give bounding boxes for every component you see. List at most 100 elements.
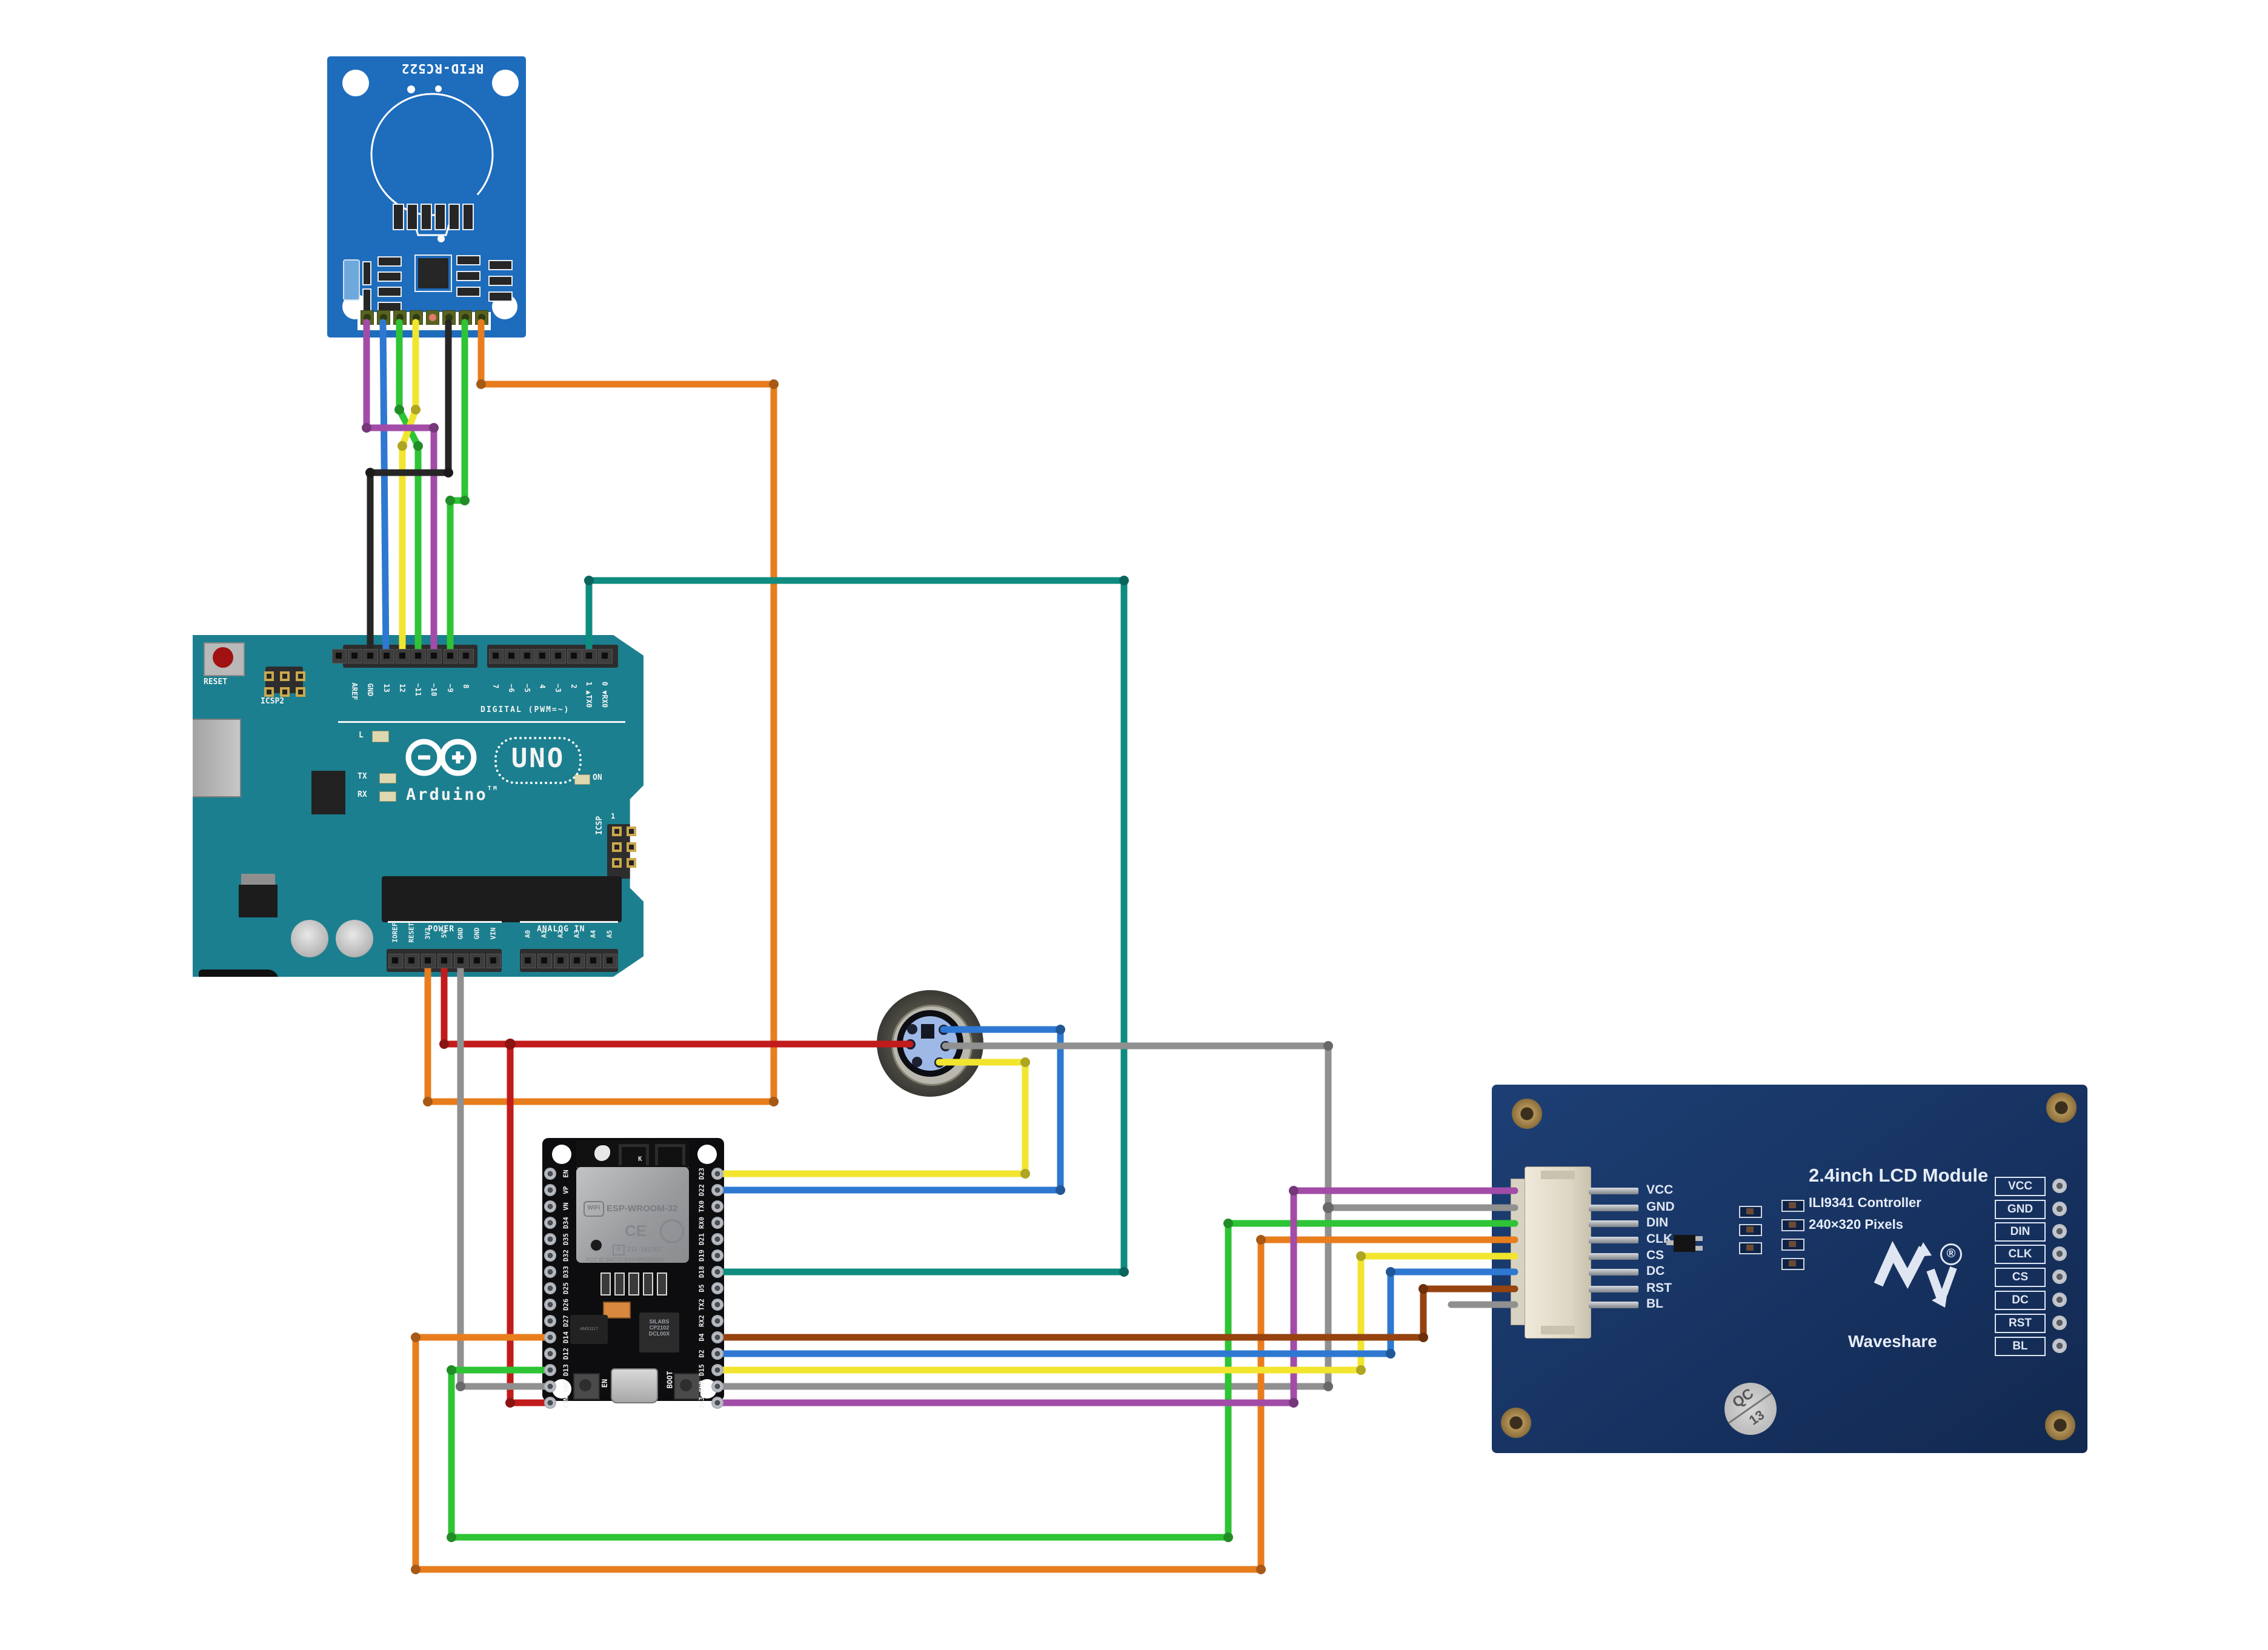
header-pin[interactable] <box>537 954 552 968</box>
en-button[interactable] <box>573 1373 600 1400</box>
header-pin[interactable] <box>364 649 378 664</box>
header-pin[interactable] <box>332 649 347 664</box>
header-pin[interactable] <box>405 954 419 968</box>
header-pin[interactable] <box>454 954 468 968</box>
wire-uno-5v-to-connector-bendpoint[interactable] <box>439 1039 449 1049</box>
icsp-pin[interactable] <box>627 827 636 836</box>
wire-rfid-sda-to-uno-10-bendpoint[interactable] <box>429 423 439 433</box>
icsp-pin[interactable] <box>280 671 290 681</box>
esp32-pin-pad[interactable] <box>544 1364 556 1376</box>
esp32-pin-pad[interactable] <box>544 1331 556 1343</box>
wire-esp32-d13-to-lcd-din-bendpoint[interactable] <box>1223 1219 1233 1228</box>
wire-esp32-d14-to-lcd-clk-bendpoint[interactable] <box>411 1565 421 1574</box>
header-pin[interactable] <box>598 649 613 664</box>
wire-esp32-gnd-to-connector[interactable] <box>715 1042 1332 1390</box>
header-pin[interactable] <box>489 649 504 664</box>
esp32-pin-pad[interactable] <box>711 1233 723 1245</box>
esp32-pin-pad[interactable] <box>711 1217 723 1229</box>
header-pin[interactable] <box>470 954 485 968</box>
lcd-connector-pin-DIN[interactable] <box>1589 1220 1638 1227</box>
header-pin[interactable] <box>505 649 519 664</box>
wire-esp32-d13-to-lcd-din-bendpoint[interactable] <box>447 1532 456 1542</box>
esp32-pin-pad[interactable] <box>711 1249 723 1262</box>
wire-rfid-miso-to-uno-12[interactable] <box>399 319 419 660</box>
lcd-connector-pin-VCC[interactable] <box>1589 1188 1638 1194</box>
header-pin[interactable] <box>421 954 436 968</box>
lcd-connector-pin-CLK[interactable] <box>1589 1237 1638 1243</box>
header-pin[interactable] <box>427 649 442 664</box>
wire-esp32-d15-to-lcd-cs-bendpoint[interactable] <box>1356 1365 1366 1375</box>
esp32-pin-pad[interactable] <box>544 1380 556 1392</box>
header-pin[interactable] <box>587 954 601 968</box>
wire-esp32-d15-to-lcd-cs-bendpoint[interactable] <box>1356 1251 1366 1261</box>
wire-rfid-mosi-to-uno-11-bendpoint[interactable] <box>413 441 423 451</box>
wire-esp32-3v3-to-lcd-vcc[interactable] <box>715 1187 1518 1406</box>
wire-esp32-3v3-to-lcd-vcc-bendpoint[interactable] <box>1289 1398 1299 1408</box>
wire-rfid-miso-to-uno-12-bendpoint[interactable] <box>397 441 407 451</box>
header-pin[interactable] <box>551 649 566 664</box>
wire-rfid-33v-to-uno-3v3-bendpoint[interactable] <box>476 379 486 389</box>
esp32-pin-pad[interactable] <box>544 1249 556 1262</box>
icsp-pin[interactable] <box>627 858 636 868</box>
esp32-pin-pad[interactable] <box>711 1282 723 1294</box>
header-pin[interactable] <box>388 954 403 968</box>
wire-esp32-d14-to-lcd-clk[interactable] <box>412 1236 1518 1573</box>
wire-rfid-33v-to-uno-3v3-bendpoint[interactable] <box>769 1097 779 1106</box>
esp32-pin-pad[interactable] <box>544 1168 556 1180</box>
wire-connector-to-esp32-d23-bendpoint[interactable] <box>1020 1169 1030 1179</box>
wire-rfid-gnd-to-uno-gnd-bendpoint[interactable] <box>365 468 375 477</box>
icsp-pin[interactable] <box>612 842 622 852</box>
wire-rfid-33v-to-uno-3v3[interactable] <box>424 319 777 1105</box>
esp32-pin-pad[interactable] <box>544 1266 556 1278</box>
esp32-pin-pad[interactable] <box>544 1315 556 1327</box>
wire-connector-to-esp32-d22-bendpoint[interactable] <box>1056 1025 1065 1034</box>
wire-5v-branch-to-esp32-vin-bendpoint[interactable] <box>505 1398 515 1408</box>
esp32-pin-pad[interactable] <box>711 1364 723 1376</box>
icsp-pin[interactable] <box>627 842 636 852</box>
wire-esp32-3v3-to-lcd-vcc-bendpoint[interactable] <box>1289 1186 1299 1196</box>
wire-rfid-gnd-to-uno-gnd-bendpoint[interactable] <box>444 468 453 477</box>
esp32-pin-pad[interactable] <box>544 1217 556 1229</box>
lcd-connector-pin-GND[interactable] <box>1589 1205 1638 1211</box>
wire-esp32-d2-to-lcd-dc[interactable] <box>715 1268 1518 1357</box>
wire-esp32-d14-to-lcd-clk-bendpoint[interactable] <box>1256 1235 1266 1245</box>
icsp-pin[interactable] <box>296 687 305 697</box>
header-pin[interactable] <box>582 649 597 664</box>
esp32-pin-pad[interactable] <box>711 1168 723 1180</box>
boot-button[interactable] <box>674 1373 700 1400</box>
wire-rfid-mosi-to-uno-11-bendpoint[interactable] <box>394 405 404 414</box>
header-pin[interactable] <box>437 954 452 968</box>
icsp-pin[interactable] <box>296 671 305 681</box>
lcd-connector-pin-BL[interactable] <box>1589 1302 1638 1308</box>
wire-esp32-d14-to-lcd-clk-bendpoint[interactable] <box>411 1332 421 1342</box>
wire-esp32-d15-to-lcd-cs[interactable] <box>715 1252 1518 1374</box>
icsp-pin[interactable] <box>264 671 274 681</box>
icsp-pin[interactable] <box>612 827 622 836</box>
wire-rfid-rst-to-uno-9-bendpoint[interactable] <box>460 496 470 505</box>
lcd-header-pad-BL[interactable] <box>2052 1339 2067 1353</box>
wire-esp32-d13-to-lcd-din-bendpoint[interactable] <box>447 1365 456 1375</box>
header-pin[interactable] <box>603 954 617 968</box>
esp32-pin-pad[interactable] <box>711 1331 723 1343</box>
header-pin[interactable] <box>570 954 585 968</box>
esp32-pin-pad[interactable] <box>711 1184 723 1196</box>
wire-uno-1-to-esp32-d18-bendpoint[interactable] <box>1119 576 1129 585</box>
lcd-header-pad-VCC[interactable] <box>2052 1179 2067 1193</box>
wire-rfid-miso-to-uno-12-bendpoint[interactable] <box>411 405 421 414</box>
wire-rfid-sck-to-uno-13[interactable] <box>379 319 390 660</box>
wire-connector-to-esp32-d23-bendpoint[interactable] <box>1020 1057 1030 1067</box>
esp32-pin-pad[interactable] <box>711 1397 723 1409</box>
lcd-header-pad-DIN[interactable] <box>2052 1224 2067 1239</box>
header-pin[interactable] <box>444 649 458 664</box>
wire-rfid-gnd-to-uno-gnd[interactable] <box>367 319 452 660</box>
lcd-connector-pin-CS[interactable] <box>1589 1253 1638 1260</box>
wire-esp32-d4-to-lcd-rst-bendpoint[interactable] <box>1418 1332 1428 1342</box>
esp32-pin-pad[interactable] <box>711 1315 723 1327</box>
wire-rfid-rst-to-uno-9-bendpoint[interactable] <box>445 496 455 505</box>
rfid-pin-5[interactable] <box>426 310 439 325</box>
header-pin[interactable] <box>567 649 582 664</box>
header-pin[interactable] <box>520 649 535 664</box>
header-pin[interactable] <box>554 954 568 968</box>
icsp-pin[interactable] <box>612 858 622 868</box>
esp32-pin-pad[interactable] <box>544 1184 556 1196</box>
